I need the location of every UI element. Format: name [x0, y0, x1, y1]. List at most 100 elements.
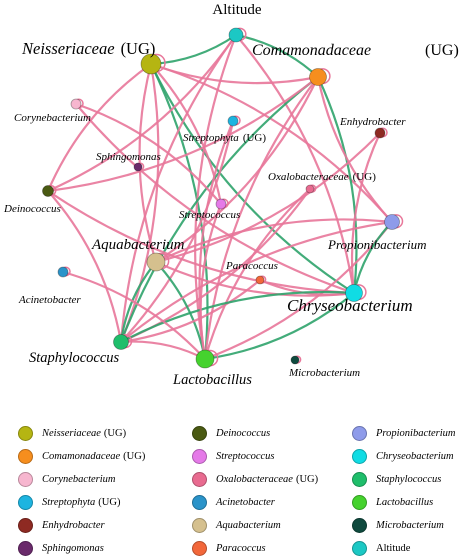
legend: Neisseriaceae(UG)Comamonadaceae(UG)Coryn…	[0, 418, 474, 559]
legend-item-streptococcus: Streptococcus	[192, 447, 275, 465]
node-aquabacterium	[146, 252, 166, 272]
edge-enhydrobacter-chryseobacterium	[350, 132, 381, 294]
legend-item-deinococcus: Deinococcus	[192, 424, 270, 442]
node-lactobacillus	[195, 349, 215, 369]
legend-swatch-oxalobacteraceae	[192, 471, 207, 487]
legend-item-aquabacterium: Aquabacterium	[192, 516, 281, 534]
node-label-chryseobacterium: Chryseobacterium	[287, 296, 413, 315]
edge-chryseobacterium-lactobacillus	[204, 292, 355, 361]
edge-acinetobacter-lactobacillus	[62, 270, 206, 360]
node-paracoccus	[255, 275, 265, 285]
edge-deinococcus-chryseobacterium	[47, 190, 355, 295]
legend-swatch-streptophyta	[18, 494, 33, 510]
legend-swatch-corynebacterium	[18, 471, 33, 487]
node-comamonadaceae	[309, 68, 327, 86]
legend-label-altitude: Altitude	[376, 542, 411, 554]
node-acinetobacter	[57, 266, 69, 278]
node-label-sphingomonas: Sphingomonas	[96, 151, 161, 163]
legend-label-acinetobacter: Acinetobacter	[216, 496, 275, 508]
edge-streptococcus-lactobacillus	[199, 203, 223, 360]
node-label-propionibacterium: Propionibacterium	[327, 237, 426, 252]
legend-suffix-comamonadaceae: (UG)	[123, 450, 146, 462]
edge-comamonadaceae-aquabacterium	[155, 76, 319, 263]
edge-streptophyta-staphylococcus	[120, 120, 235, 343]
legend-suffix-neisseriaceae: (UG)	[103, 427, 127, 439]
legend-label-enhydrobacter: Enhydrobacter	[42, 519, 105, 531]
legend-swatch-acinetobacter	[192, 494, 207, 510]
node-enhydrobacter	[374, 127, 386, 139]
legend-swatch-microbacterium	[352, 517, 367, 533]
legend-item-acinetobacter: Acinetobacter	[192, 493, 275, 511]
legend-swatch-staphylococcus	[352, 471, 367, 487]
edge-neisseriaceae-staphylococcus	[119, 63, 160, 343]
node-propionibacterium	[384, 214, 400, 230]
legend-label-propionibacterium: Propionibacterium	[376, 427, 456, 439]
legend-swatch-enhydrobacter	[18, 517, 33, 533]
node-label-corynebacterium: Corynebacterium	[14, 112, 91, 124]
legend-swatch-comamonadaceae	[18, 448, 33, 464]
legend-label-staphylococcus: Staphylococcus	[376, 473, 442, 485]
legend-swatch-chryseobacterium	[352, 448, 367, 464]
legend-label-neisseriaceae: Neisseriaceae	[42, 427, 101, 439]
legend-item-propionibacterium: Propionibacterium	[352, 424, 456, 442]
legend-label-microbacterium: Microbacterium	[376, 519, 444, 531]
legend-swatch-sphingomonas	[18, 540, 33, 556]
legend-label-lactobacillus: Lactobacillus	[376, 496, 434, 508]
legend-item-neisseriaceae: Neisseriaceae(UG)	[18, 424, 126, 442]
node-streptococcus	[215, 198, 227, 210]
edge-staphylococcus-lactobacillus	[120, 340, 206, 360]
legend-swatch-altitude	[352, 540, 367, 556]
legend-swatch-neisseriaceae	[18, 425, 33, 441]
edge-altitude-chryseobacterium	[235, 34, 356, 294]
edge-aquabacterium-propionibacterium	[155, 218, 393, 263]
legend-swatch-propionibacterium	[352, 425, 367, 441]
node-oxalobacteraceae	[305, 184, 315, 194]
node-microbacterium	[290, 355, 300, 365]
node-label-comamonadaceae: Comamonadaceae(UG)	[252, 42, 459, 59]
legend-swatch-aquabacterium	[192, 517, 207, 533]
node-label-streptophyta: Streptophyta(UG)	[183, 132, 266, 144]
edge-oxalobacteraceae-lactobacillus	[203, 188, 311, 360]
label-layer: Altitude Neisseriaceae(UG) Comamonadaceae…	[3, 2, 459, 388]
legend-label-paracoccus: Paracoccus	[216, 542, 266, 554]
legend-swatch-paracoccus	[192, 540, 207, 556]
legend-label-streptophyta: Streptophyta	[42, 496, 96, 508]
edge-layer	[46, 33, 393, 361]
edge-comamonadaceae-propionibacterium	[316, 76, 393, 223]
legend-suffix-oxalobacteraceae: (UG)	[295, 473, 319, 485]
node-label-microbacterium: Microbacterium	[288, 367, 360, 379]
legend-label-corynebacterium: Corynebacterium	[42, 473, 116, 485]
edge-aquabacterium-staphylococcus	[119, 261, 157, 343]
node-label-streptococcus: Streptococcus	[179, 209, 240, 221]
node-label-enhydrobacter: Enhydrobacter	[339, 116, 406, 128]
legend-item-altitude: Altitude	[352, 539, 410, 557]
edge-neisseriaceae-propionibacterium	[150, 62, 393, 223]
edge-comamonadaceae-lactobacillus	[203, 76, 319, 360]
edge-corynebacterium-streptococcus	[75, 102, 222, 205]
edge-paracoccus-staphylococcus	[120, 279, 261, 344]
node-label-paracoccus: Paracoccus	[225, 260, 278, 272]
legend-label-oxalobacteraceae: Oxalobacteraceae	[216, 473, 293, 485]
edge-corynebacterium-chryseobacterium	[75, 103, 355, 295]
legend-item-chryseobacterium: Chryseobacterium	[352, 447, 454, 465]
legend-label-streptococcus: Streptococcus	[216, 450, 275, 462]
legend-label-sphingomonas: Sphingomonas	[42, 542, 104, 554]
node-label-aquabacterium: Aquabacterium	[91, 237, 185, 253]
legend-label-aquabacterium: Aquabacterium	[216, 519, 281, 531]
legend-item-oxalobacteraceae: Oxalobacteraceae(UG)	[192, 470, 318, 488]
legend-swatch-deinococcus	[192, 425, 207, 441]
edge-comamonadaceae-deinococcus	[47, 76, 319, 193]
node-streptophyta	[227, 115, 239, 127]
legend-label-comamonadaceae: Comamonadaceae	[42, 450, 121, 462]
legend-label-chryseobacterium: Chryseobacterium	[376, 450, 454, 462]
node-neisseriaceae	[140, 53, 162, 75]
edge-neisseriaceae-streptococcus	[150, 63, 223, 205]
node-deinococcus	[42, 185, 54, 197]
title-label: Altitude	[212, 2, 262, 18]
node-chryseobacterium	[345, 284, 363, 302]
edge-chryseobacterium-staphylococcus	[120, 290, 355, 343]
node-label-neisseriaceae: Neisseriaceae(UG)	[21, 39, 155, 58]
legend-item-lactobacillus: Lactobacillus	[352, 493, 433, 511]
legend-label-deinococcus: Deinococcus	[216, 427, 271, 439]
